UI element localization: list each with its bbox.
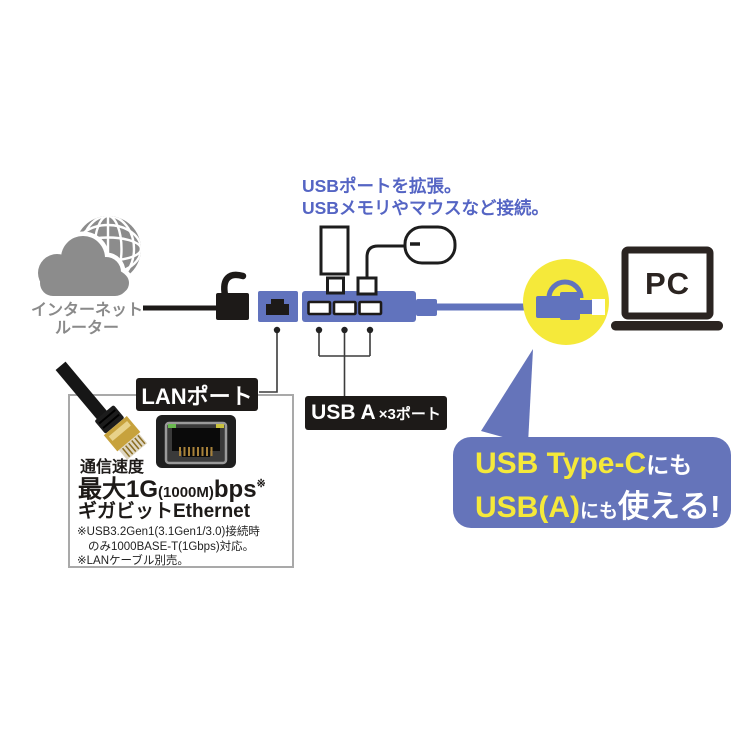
usb-memory-icon <box>319 225 350 295</box>
usb-ports-tag-sub: ×3ポート <box>378 405 441 423</box>
plug-collar <box>560 292 580 320</box>
router-label-line2: ルーター <box>54 320 119 337</box>
pc-laptop-icon <box>611 246 723 331</box>
usb-port-3 <box>358 300 383 316</box>
usb-ports-tag-main: USB A <box>311 401 376 424</box>
note-line-2: のみ1000BASE-T(1Gbps)対応。 <box>88 540 255 553</box>
plug-boot-curl <box>221 271 247 299</box>
bubble-line1-rest: にも <box>646 452 693 478</box>
speed-small: (1000M) <box>158 484 214 501</box>
usb-leader-lines <box>318 333 371 396</box>
cloud-icon <box>33 231 134 301</box>
hub-strain-relief <box>416 299 437 316</box>
note-line-1: ※USB3.2Gen1(3.1Gen1/3.0)接続時 <box>77 526 260 538</box>
mouse-plug <box>356 276 378 296</box>
speed-line: 最大1G(1000M)bps※ <box>78 469 266 504</box>
note-line-3: ※LANケーブル別売。 <box>77 555 189 567</box>
usb-a-plug <box>536 296 562 318</box>
internet-globe-icon <box>33 216 141 301</box>
pc-label: PC <box>644 266 691 301</box>
speech-bubble: USB Type-Cにも USB(A)にも使える! <box>453 437 731 528</box>
bubble-line2-mid: にも <box>580 501 619 522</box>
lan-cable-line <box>143 271 249 320</box>
bubble-line2-highlight: USB(A) <box>475 491 580 524</box>
mouse-cable <box>365 244 405 278</box>
bubble-line2: USB(A)にも使える! <box>475 488 731 532</box>
usb-connector-icon <box>536 279 605 320</box>
usb-hub-device <box>258 291 538 322</box>
lan-plug-icon <box>216 293 249 320</box>
lan-cable-photo <box>55 361 148 461</box>
lan-port-tag-text: LANポート <box>141 383 253 409</box>
router-label: インターネット ルーター <box>28 302 146 338</box>
router-label-line1: インターネット <box>30 302 143 319</box>
hub-usb-cable <box>437 303 538 311</box>
bubble-tail <box>481 349 533 444</box>
type-c-tip <box>579 300 595 314</box>
lan-leader-line <box>259 333 278 393</box>
jack-led-green <box>168 424 176 428</box>
port-opening <box>592 299 605 315</box>
usb-port-1 <box>307 300 332 316</box>
top-note: USBポートを拡張。 USBメモリやマウスなど接続。 <box>302 175 549 219</box>
laptop-base <box>611 321 723 331</box>
lan-port-tag: LANポート <box>136 378 258 411</box>
connector-swivel-arc <box>546 279 584 299</box>
speed-mark: ※ <box>256 478 266 490</box>
leader-dots <box>273 326 374 334</box>
usb-ports-tag: USB A ×3ポート <box>305 396 447 430</box>
speed-big2: bps <box>213 476 257 503</box>
callout-notes: ※USB3.2Gen1(3.1Gen1/3.0)接続時 のみ1000BASE-T… <box>77 525 260 569</box>
gigabit-line: ギガビットEthernet <box>78 501 251 522</box>
speed-title: 通信速度 <box>80 459 145 476</box>
usb-port-2 <box>332 300 357 316</box>
top-note-line1: USBポートを拡張。 <box>302 176 462 196</box>
bubble-line2-rest: 使える! <box>618 489 721 524</box>
hub-lan-port-icon <box>266 299 289 315</box>
speed-big1: 最大1G <box>78 476 159 503</box>
mouse-icon <box>356 225 457 296</box>
jack-led-yellow <box>216 424 224 428</box>
leader-lines <box>259 333 371 396</box>
rj45-jack-photo <box>156 415 236 468</box>
top-note-line2: USBメモリやマウスなど接続。 <box>302 198 549 218</box>
bubble-line1: USB Type-Cにも <box>475 445 731 488</box>
bubble-line1-highlight: USB Type-C <box>475 447 647 480</box>
